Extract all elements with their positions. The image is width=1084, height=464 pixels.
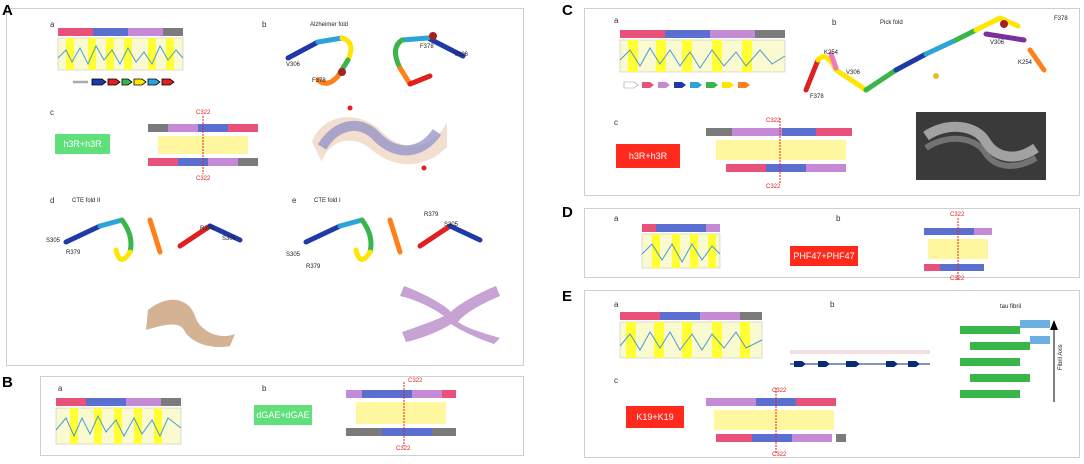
panel-c-sequence-plot	[619, 30, 786, 89]
residue-r379-e-left: R379	[306, 264, 321, 270]
c322-label-a-top: C322	[196, 110, 211, 116]
panel-a-pair-schematic	[148, 116, 258, 174]
panel-e-pair-schematic	[706, 388, 846, 454]
panel-c-pair-schematic	[706, 118, 852, 184]
pair-label-k19: K19+K19	[626, 406, 684, 428]
residue-s305-left: S305	[46, 238, 61, 244]
panel-b-sub-a: a	[58, 384, 63, 393]
panel-letter-b: B	[2, 374, 13, 391]
residue-s305-e-left: S305	[286, 252, 301, 258]
residue-k254-left: K254	[824, 50, 839, 56]
pick-cryoem-image	[916, 112, 1046, 180]
pair-label-dgae: dGAE+dGAE	[254, 405, 312, 425]
panel-d-sub-a: a	[614, 214, 619, 223]
panel-letter-d: D	[562, 204, 573, 221]
c322-label-b-bottom: C322	[396, 446, 411, 452]
residue-f378-c-right: F378	[1054, 16, 1068, 22]
panel-b-sub-b: b	[262, 384, 267, 393]
panel-d-sequence-plot	[641, 224, 721, 269]
c322-label-c-top: C322	[766, 118, 781, 124]
residue-f378-right: F378	[420, 44, 434, 50]
residue-s305-e-right: S305	[444, 222, 459, 228]
panel-a-sub-d: d	[50, 196, 55, 205]
panel-e-sub-b: b	[830, 300, 835, 309]
pair-label-h3r-c: h3R+h3R	[616, 144, 680, 168]
panel-a-sub-e: e	[292, 196, 297, 205]
pair-label-h3r-a: h3R+h3R	[55, 134, 110, 154]
panel-e-sequence-alignment	[790, 350, 930, 367]
residue-r379-right: R379	[200, 226, 215, 232]
panel-e-sub-a: a	[614, 300, 619, 309]
tau-fibril-label: tau fibril	[1000, 304, 1022, 310]
panel-a-sub-b: b	[262, 20, 267, 29]
c322-label-a-bottom: C322	[196, 176, 211, 182]
cte-fold-1-density	[400, 286, 500, 344]
residue-k254-right: K254	[1018, 60, 1033, 66]
residue-f378-left: F378	[312, 78, 326, 84]
cte-fold-2-label: CTE fold II	[72, 198, 101, 204]
residue-v306-right: V306	[454, 52, 469, 58]
c322-label-e-bottom: C322	[772, 452, 787, 458]
panel-d-sub-b: b	[836, 214, 841, 223]
cte-fold-1-label: CTE fold I	[314, 198, 341, 204]
residue-f378-c-left: F378	[810, 94, 824, 100]
c322-label-c-bottom: C322	[766, 184, 781, 190]
residue-v306-left: V306	[286, 62, 301, 68]
panel-letter-a: A	[2, 2, 13, 19]
panel-c-sub-b: b	[832, 18, 837, 27]
panel-b-pair-schematic	[346, 382, 456, 446]
panel-letter-e: E	[562, 288, 573, 305]
alzheimer-fold-label: Alzheimer fold	[310, 22, 349, 28]
panel-e-sub-c: c	[614, 376, 618, 385]
panel-d-pair-schematic	[924, 218, 992, 280]
panel-b-sequence-plot	[55, 398, 182, 445]
panel-a-sub-a: a	[50, 20, 55, 29]
c322-label-b-top: C322	[408, 378, 423, 384]
residue-r379-left: R379	[66, 250, 81, 256]
alzheimer-fold-ribbons	[285, 32, 466, 87]
c322-label-e-top: C322	[772, 388, 787, 394]
alzheimer-density-map	[312, 105, 447, 171]
residue-s305-right: S305	[222, 236, 237, 242]
tau-fibril-stack	[960, 320, 1058, 402]
panel-a-sub-c: c	[50, 108, 54, 117]
residue-r379-e-right: R379	[424, 212, 439, 218]
pick-fold-label: Pick fold	[880, 20, 903, 26]
pick-fold-ribbons	[803, 15, 1047, 93]
residue-v306-c: V306	[846, 70, 861, 76]
c322-label-d-bottom: C322	[950, 276, 965, 282]
fibril-axis-label: Fibril Axis	[1058, 344, 1064, 370]
panel-c-sub-c: c	[614, 118, 618, 127]
cte-fold-2-ribbons	[63, 217, 243, 262]
panel-c-sub-a: a	[614, 16, 619, 25]
pair-label-phf47: PHF47+PHF47	[790, 246, 858, 266]
c322-label-d-top: C322	[950, 212, 965, 218]
cte-fold-1-ribbons	[303, 217, 483, 262]
panel-letter-c: C	[562, 2, 573, 19]
residue-v306-c-right: V306	[990, 40, 1005, 46]
panel-a-sequence-plot	[57, 28, 184, 86]
cte-fold-2-density	[146, 299, 235, 348]
panel-e-sequence-plot	[619, 312, 763, 359]
